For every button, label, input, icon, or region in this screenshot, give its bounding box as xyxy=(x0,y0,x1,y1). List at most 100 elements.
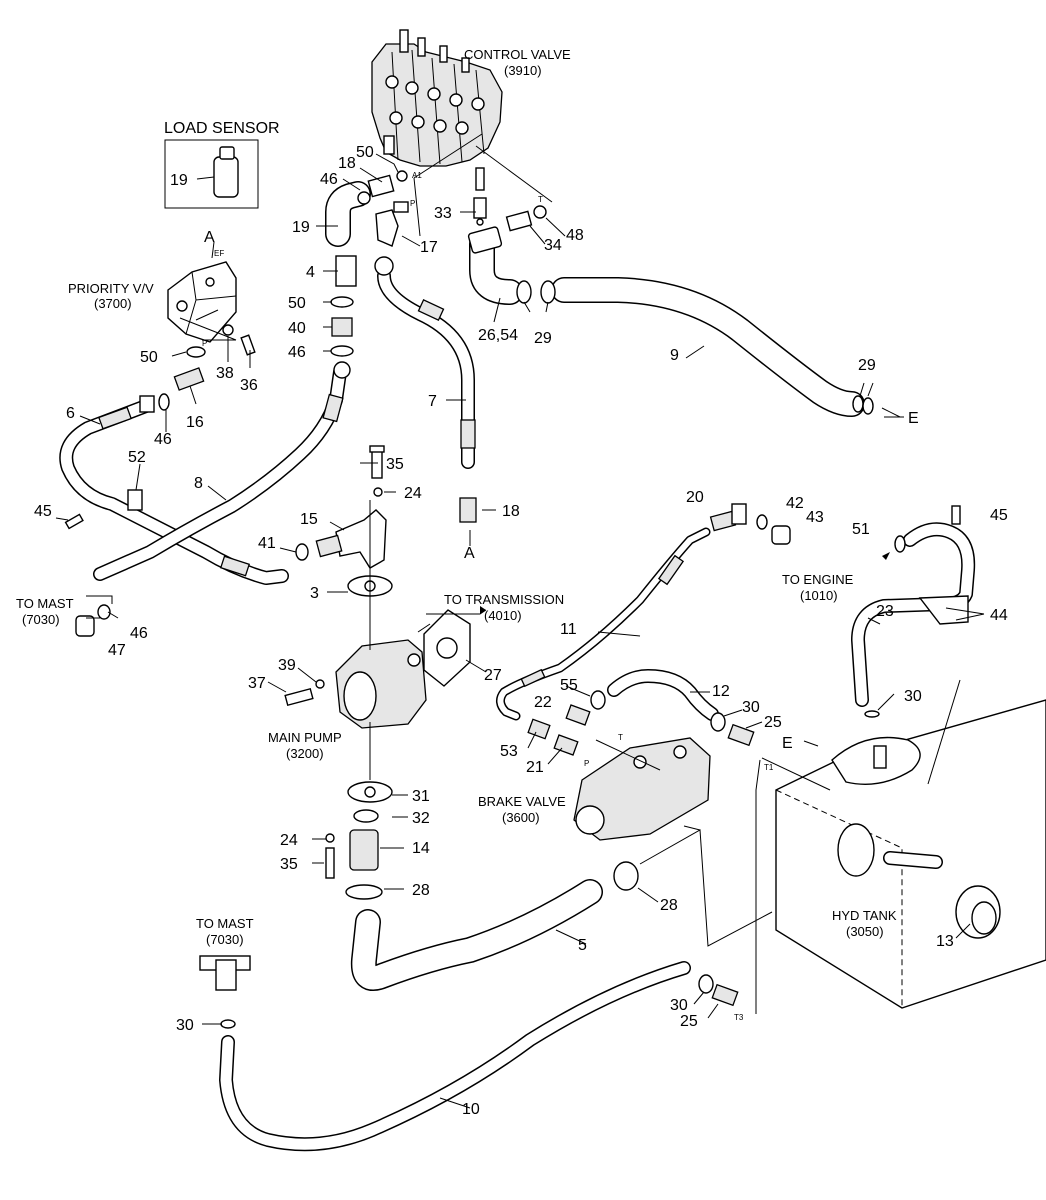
callout-46-c: 46 xyxy=(154,431,172,448)
connector-a-bottom: A xyxy=(464,545,475,562)
hose-5 xyxy=(350,879,603,991)
hose-12 xyxy=(607,669,719,721)
callout-42: 42 xyxy=(786,495,804,512)
caption-hyd-tank-ref: (3050) xyxy=(846,924,884,939)
port-mark-t-control: T xyxy=(538,195,543,204)
callout-31: 31 xyxy=(412,788,430,805)
callout-19-hose: 19 xyxy=(292,219,310,236)
washer-24-bottom xyxy=(325,833,335,843)
caption-brake-valve-ref: (3600) xyxy=(502,810,540,825)
caption-load-sensor: LOAD SENSOR xyxy=(164,120,280,137)
hyd-tank xyxy=(775,699,1046,1009)
callout-30-a: 30 xyxy=(742,699,760,716)
caption-to-mast-2: TO MAST xyxy=(196,916,254,931)
callout-40: 40 xyxy=(288,320,306,337)
oring-46-c xyxy=(158,393,170,411)
callout-50-b: 50 xyxy=(288,295,306,312)
callout-14: 14 xyxy=(412,840,430,857)
callout-numbers: 19 50 18 46 19 33 48 34 17 4 50 40 46 26… xyxy=(34,144,1008,1118)
hose-26-54 xyxy=(469,231,523,305)
callout-45-a: 45 xyxy=(34,503,52,520)
callout-50-a: 50 xyxy=(356,144,374,161)
connector-a-top: A xyxy=(204,229,215,246)
port-mark-p-control: P xyxy=(410,199,415,208)
callout-46-b: 46 xyxy=(288,344,306,361)
callout-35-b: 35 xyxy=(280,856,298,873)
caption-to-transmission-ref: (4010) xyxy=(484,608,522,623)
callout-46-a: 46 xyxy=(320,171,338,188)
callout-7: 7 xyxy=(428,393,437,410)
caption-hyd-tank: HYD TANK xyxy=(832,908,897,923)
callout-32: 32 xyxy=(412,810,430,827)
callout-12: 12 xyxy=(712,683,730,700)
fitting-20 xyxy=(709,503,747,532)
fitting-8-end xyxy=(333,361,351,379)
connector-e-tank: E xyxy=(782,735,793,752)
callout-8: 8 xyxy=(194,475,203,492)
clamp-28-mid xyxy=(613,861,639,891)
callout-34: 34 xyxy=(544,237,562,254)
callout-5: 5 xyxy=(578,937,587,954)
bracket-52 xyxy=(127,489,143,511)
caption-control-valve-ref: (3910) xyxy=(504,63,542,78)
port-mark-t1: T1 xyxy=(764,763,774,772)
oring-32 xyxy=(353,809,379,823)
oring-48 xyxy=(533,205,547,219)
elbow-15 xyxy=(335,509,387,569)
callout-24-a: 24 xyxy=(404,485,422,502)
arrow-to-engine xyxy=(882,552,890,560)
callout-47: 47 xyxy=(108,642,126,659)
fitting-18 xyxy=(367,174,395,198)
connector-e-right: E xyxy=(908,410,919,427)
callout-17: 17 xyxy=(420,239,438,256)
washer-24-top xyxy=(373,487,383,497)
bolt-45-left xyxy=(64,513,84,530)
mast-tee-fitting xyxy=(199,955,251,991)
callout-30-c: 30 xyxy=(176,1017,194,1034)
bolt-36 xyxy=(240,334,256,356)
bracket-44 xyxy=(918,595,969,625)
callout-43: 43 xyxy=(806,509,824,526)
caption-priority-valve-ref: (3700) xyxy=(94,296,132,311)
caption-main-pump-ref: (3200) xyxy=(286,746,324,761)
callout-29-a: 29 xyxy=(534,330,552,347)
fitting-34 xyxy=(505,210,533,232)
fitting-41 xyxy=(315,534,343,558)
callout-50-c: 50 xyxy=(140,349,158,366)
caption-brake-valve: BRAKE VALVE xyxy=(478,794,566,809)
hose-11 xyxy=(496,527,711,721)
fitting-7-top xyxy=(374,256,394,276)
gasket-27 xyxy=(423,609,471,687)
captions: LOAD SENSOR CONTROL VALVE (3910) PRIORIT… xyxy=(16,47,897,947)
oring-50-b xyxy=(330,296,354,308)
callout-18-a: 18 xyxy=(338,155,356,172)
hose-23 xyxy=(851,522,976,707)
clamps-29 xyxy=(516,280,874,415)
oring-42 xyxy=(756,514,768,530)
load-sensor xyxy=(213,146,239,198)
fitting-25-a xyxy=(727,723,755,747)
callout-13: 13 xyxy=(936,933,954,950)
callout-36: 36 xyxy=(240,377,258,394)
callout-48: 48 xyxy=(566,227,584,244)
fitting-21 xyxy=(553,734,579,756)
washer-39 xyxy=(315,679,325,689)
oring-50-a xyxy=(396,170,408,182)
hose-8 xyxy=(93,365,347,581)
caption-priority-valve: PRIORITY V/V xyxy=(68,281,154,296)
callout-3: 3 xyxy=(310,585,319,602)
callout-37: 37 xyxy=(248,675,266,692)
hose-10 xyxy=(219,961,691,1152)
port-mark-p-priority: P xyxy=(202,339,207,348)
callout-52: 52 xyxy=(128,449,146,466)
callout-23: 23 xyxy=(876,603,894,620)
caption-to-mast-1-ref: (7030) xyxy=(22,612,60,627)
tube-14 xyxy=(349,829,379,871)
filler-cap-13 xyxy=(955,885,1001,939)
callout-44: 44 xyxy=(990,607,1008,624)
fitting-33 xyxy=(473,197,487,226)
port-marks: A1 P T EF P T P T1 T3 xyxy=(202,171,774,1022)
port-mark-t-brake: T xyxy=(618,733,623,742)
cap-43 xyxy=(771,525,791,545)
clamp-30-c xyxy=(698,974,714,994)
